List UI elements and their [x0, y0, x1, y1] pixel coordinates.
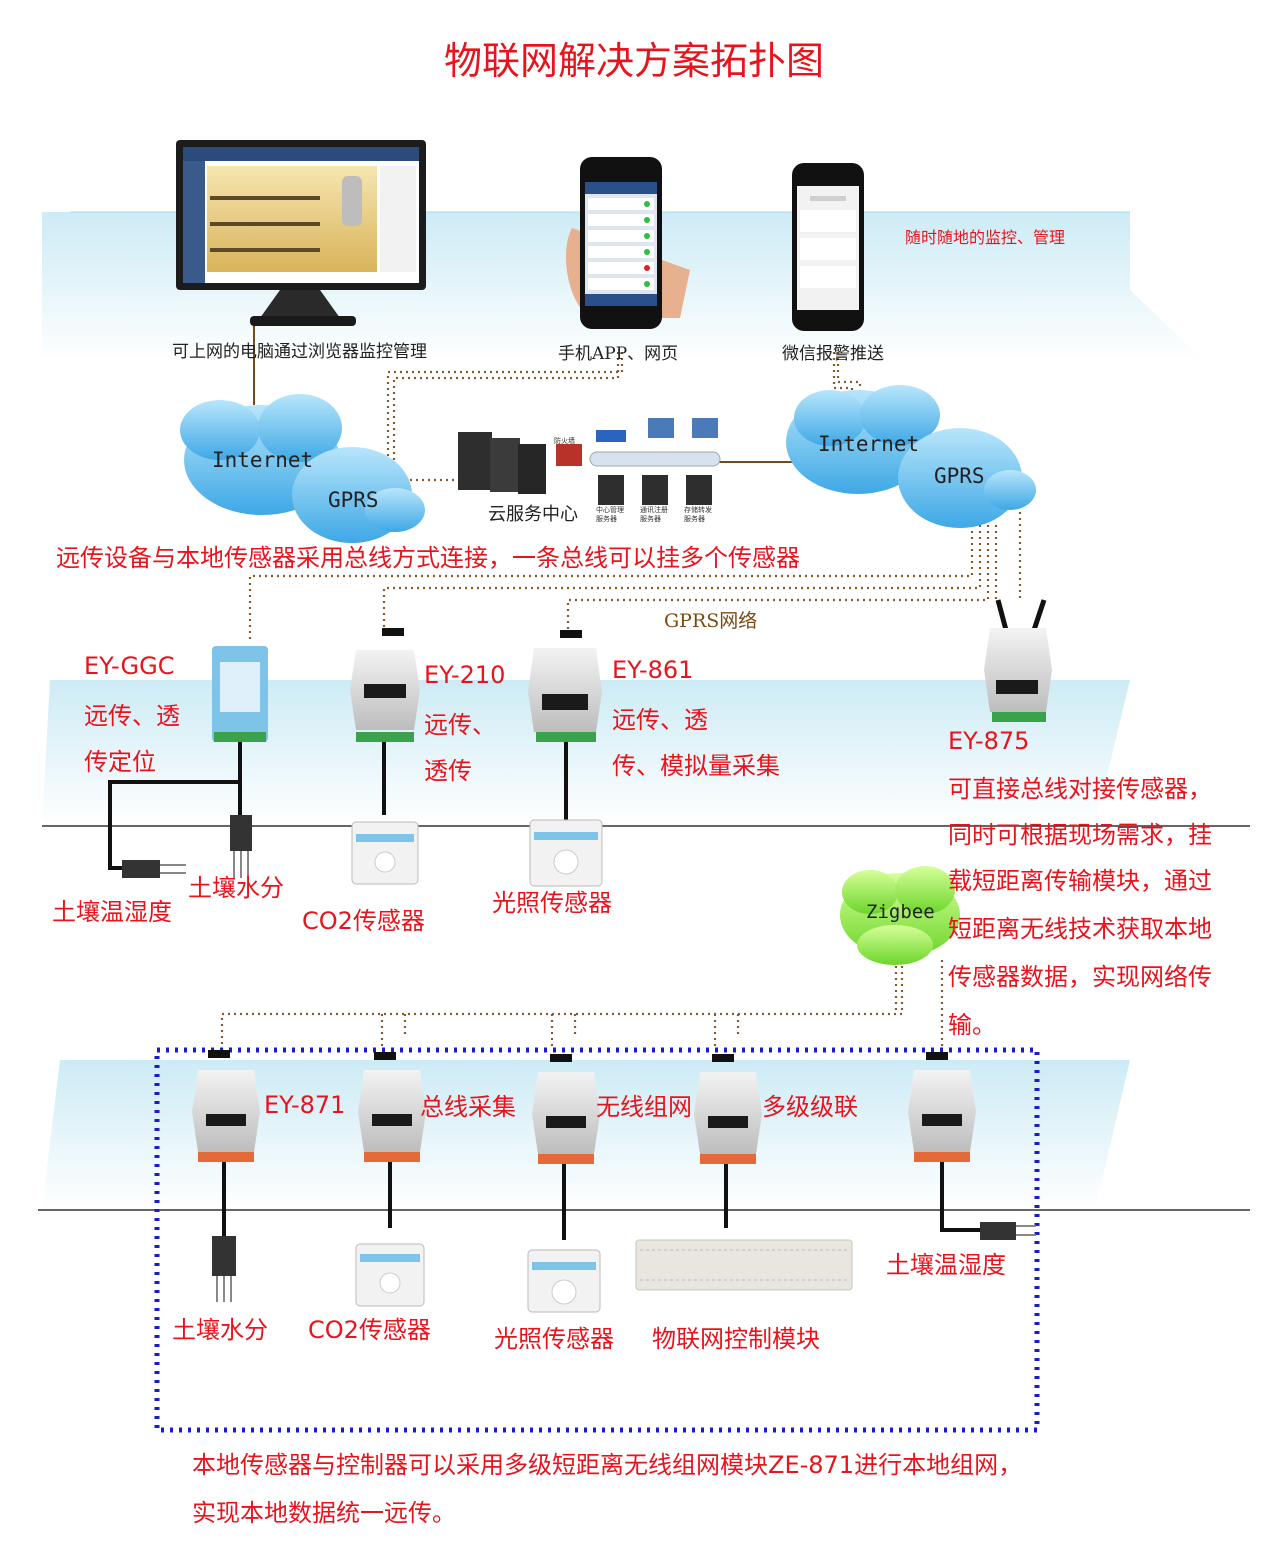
top-note: 随时随地的监控、管理	[905, 228, 1066, 247]
cloud-zigbee	[840, 866, 960, 965]
ey-871-label: EY-871	[264, 1091, 346, 1119]
device-ey-875	[984, 599, 1052, 722]
ey-875-desc-3: 载短距离传输模块，通过	[948, 867, 1212, 895]
cloud-left	[180, 394, 425, 543]
device-ey-210	[350, 628, 420, 742]
pc-caption: 可上网的电脑通过浏览器监控管理	[172, 342, 427, 362]
bottom-co2-label: CO2传感器	[308, 1316, 431, 1344]
mid-soil-temp-label: 土壤温湿度	[52, 898, 172, 926]
device-ze-871-2	[358, 1052, 426, 1162]
ey-210-title: EY-210	[424, 661, 506, 689]
cloud-right-line2: GPRS	[934, 464, 985, 488]
sensor-soil-moisture-mid	[230, 815, 252, 878]
sensor-light-bottom	[527, 1249, 601, 1313]
ey-861-title: EY-861	[612, 656, 694, 684]
ey-875-desc-2: 同时可根据现场需求，挂	[948, 821, 1212, 849]
cloud-left-line2: GPRS	[328, 488, 379, 512]
device-ey-861	[528, 630, 602, 742]
device-ey-ggc	[212, 646, 268, 742]
cloud-server-center	[458, 418, 721, 505]
footer-line-1: 本地传感器与控制器可以采用多级短距离无线组网模块ZE-871进行本地组网，	[192, 1451, 1023, 1479]
device-ze-871-4	[694, 1054, 762, 1164]
sensor-soil-moisture-bottom	[212, 1236, 236, 1302]
device-ze-871-3	[532, 1054, 600, 1164]
bottom-soil-temp-label: 土壤温湿度	[886, 1251, 1006, 1279]
ey-210-desc-2: 透传	[424, 757, 472, 785]
page-title: 物联网解决方案拓扑图	[443, 39, 824, 83]
cloud-right-line1: Internet	[818, 432, 920, 456]
bottom-light-label: 光照传感器	[494, 1325, 614, 1353]
pc-monitor	[176, 140, 426, 326]
bottom-cables	[222, 1162, 980, 1240]
ey-ggc-desc-1: 远传、透	[84, 702, 180, 730]
solid-links	[253, 325, 800, 463]
ey-ggc-desc-2: 传定位	[84, 748, 156, 776]
sensor-soil-temp-mid	[122, 860, 186, 878]
firewall-label: 防火墙	[554, 437, 575, 445]
ey-875-desc-6: 输。	[948, 1011, 996, 1039]
device-ze-871-1	[192, 1050, 260, 1162]
ey-875-title: EY-875	[948, 727, 1030, 755]
mid-light-label: 光照传感器	[492, 889, 612, 917]
cloud-left-line1: Internet	[212, 448, 314, 472]
cloud-right	[786, 385, 1036, 528]
device-ze-871-5	[908, 1052, 976, 1162]
mid-co2-label: CO2传感器	[302, 907, 425, 935]
phone-app	[566, 157, 690, 329]
zigbee-label: Zigbee	[866, 901, 935, 923]
cloud-center-label: 云服务中心	[488, 504, 578, 525]
ey-861-desc-2: 传、模拟量采集	[612, 752, 780, 780]
ey-875-desc-5: 传感器数据，实现网络传	[948, 963, 1212, 991]
wechat-caption: 微信报警推送	[782, 344, 884, 364]
sensor-co2-bottom	[355, 1243, 425, 1307]
phone-wechat	[792, 163, 864, 331]
multi-cascade-label: 多级级联	[762, 1093, 858, 1121]
iot-control-module	[635, 1239, 853, 1291]
ey-ggc-title: EY-GGC	[84, 652, 175, 680]
sensor-co2-mid	[351, 821, 419, 885]
phone-app-caption: 手机APP、网页	[558, 344, 679, 364]
footer-line-2: 实现本地数据统一远传。	[192, 1499, 456, 1527]
mid-soil-moist-label: 土壤水分	[188, 874, 284, 902]
middle-cables	[108, 742, 568, 870]
ey-875-desc-1: 可直接总线对接传感器，	[948, 775, 1212, 803]
ey-861-desc-1: 远传、透	[612, 706, 708, 734]
wireless-net-label: 无线组网	[596, 1093, 692, 1121]
bus-collect-label: 总线采集	[420, 1093, 516, 1121]
server-label-3: 存储转发服务器	[684, 506, 712, 523]
ey-210-desc-1: 远传、	[424, 711, 496, 739]
bus-note: 远传设备与本地传感器采用总线方式连接，一条总线可以挂多个传感器	[56, 544, 800, 572]
sensor-soil-temp-bottom	[980, 1222, 1036, 1240]
bottom-soil-moist-label: 土壤水分	[172, 1316, 268, 1344]
gprs-network-label: GPRS网络	[664, 610, 758, 632]
ey-875-desc-4: 短距离无线技术获取本地	[948, 915, 1212, 943]
server-label-2: 通讯注册服务器	[640, 506, 668, 523]
control-module-label: 物联网控制模块	[652, 1325, 820, 1353]
sensor-light-mid	[529, 819, 603, 887]
server-label-1: 中心管理服务器	[596, 506, 624, 523]
